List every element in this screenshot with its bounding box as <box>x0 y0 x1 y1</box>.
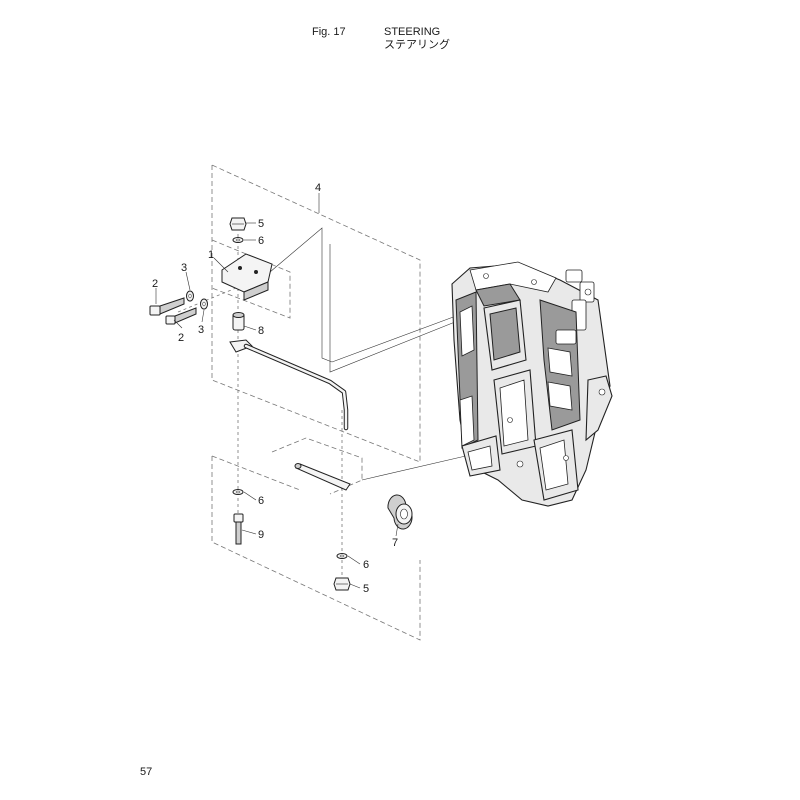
callout-2-upper: 2 <box>152 278 158 290</box>
bushing <box>232 312 245 331</box>
callout-5-upper: 5 <box>258 218 264 230</box>
assembly-outline-upper <box>211 164 421 463</box>
callout-6-middle: 6 <box>258 495 264 507</box>
sleeve-detail-outline <box>271 437 363 495</box>
page-number: 57 <box>140 766 153 778</box>
washer-lower-right <box>336 553 348 559</box>
callout-8: 8 <box>258 325 264 337</box>
link-shaft <box>294 463 351 491</box>
callout-1: 1 <box>208 249 214 261</box>
callout-6-lower: 6 <box>363 559 369 571</box>
swivel-bracket-housing <box>451 261 613 507</box>
figure-number: Fig. 17 <box>312 26 346 38</box>
washer-top <box>232 237 244 243</box>
washer-mid-left <box>232 489 244 495</box>
washer-lower <box>200 298 208 310</box>
callout-leaders <box>155 193 399 589</box>
nut-upper <box>229 217 247 231</box>
figure-title: STEERING <box>384 26 441 38</box>
steering-rod <box>229 339 349 431</box>
bolt-lower <box>165 307 197 325</box>
callout-5-lower: 5 <box>363 583 369 595</box>
callout-9: 9 <box>258 529 264 541</box>
nut-lower <box>333 577 351 591</box>
vertical-bolt <box>233 513 244 545</box>
collar <box>387 494 413 530</box>
callout-2-lower: 2 <box>178 332 184 344</box>
figure-subtitle: ステアリング <box>384 39 450 51</box>
washer-upper <box>186 290 194 302</box>
callout-3-lower: 3 <box>198 324 204 336</box>
callout-labels: 1 2 2 3 3 4 5 6 8 6 9 7 6 5 <box>152 182 398 595</box>
callout-4: 4 <box>315 182 321 194</box>
callout-7: 7 <box>392 537 398 549</box>
reference-lines <box>269 227 471 481</box>
assembly-outline-lower <box>211 455 421 641</box>
callout-3-upper: 3 <box>181 262 187 274</box>
bolt-upper <box>149 297 185 316</box>
steering-bracket <box>221 253 273 301</box>
callout-6-upper: 6 <box>258 235 264 247</box>
